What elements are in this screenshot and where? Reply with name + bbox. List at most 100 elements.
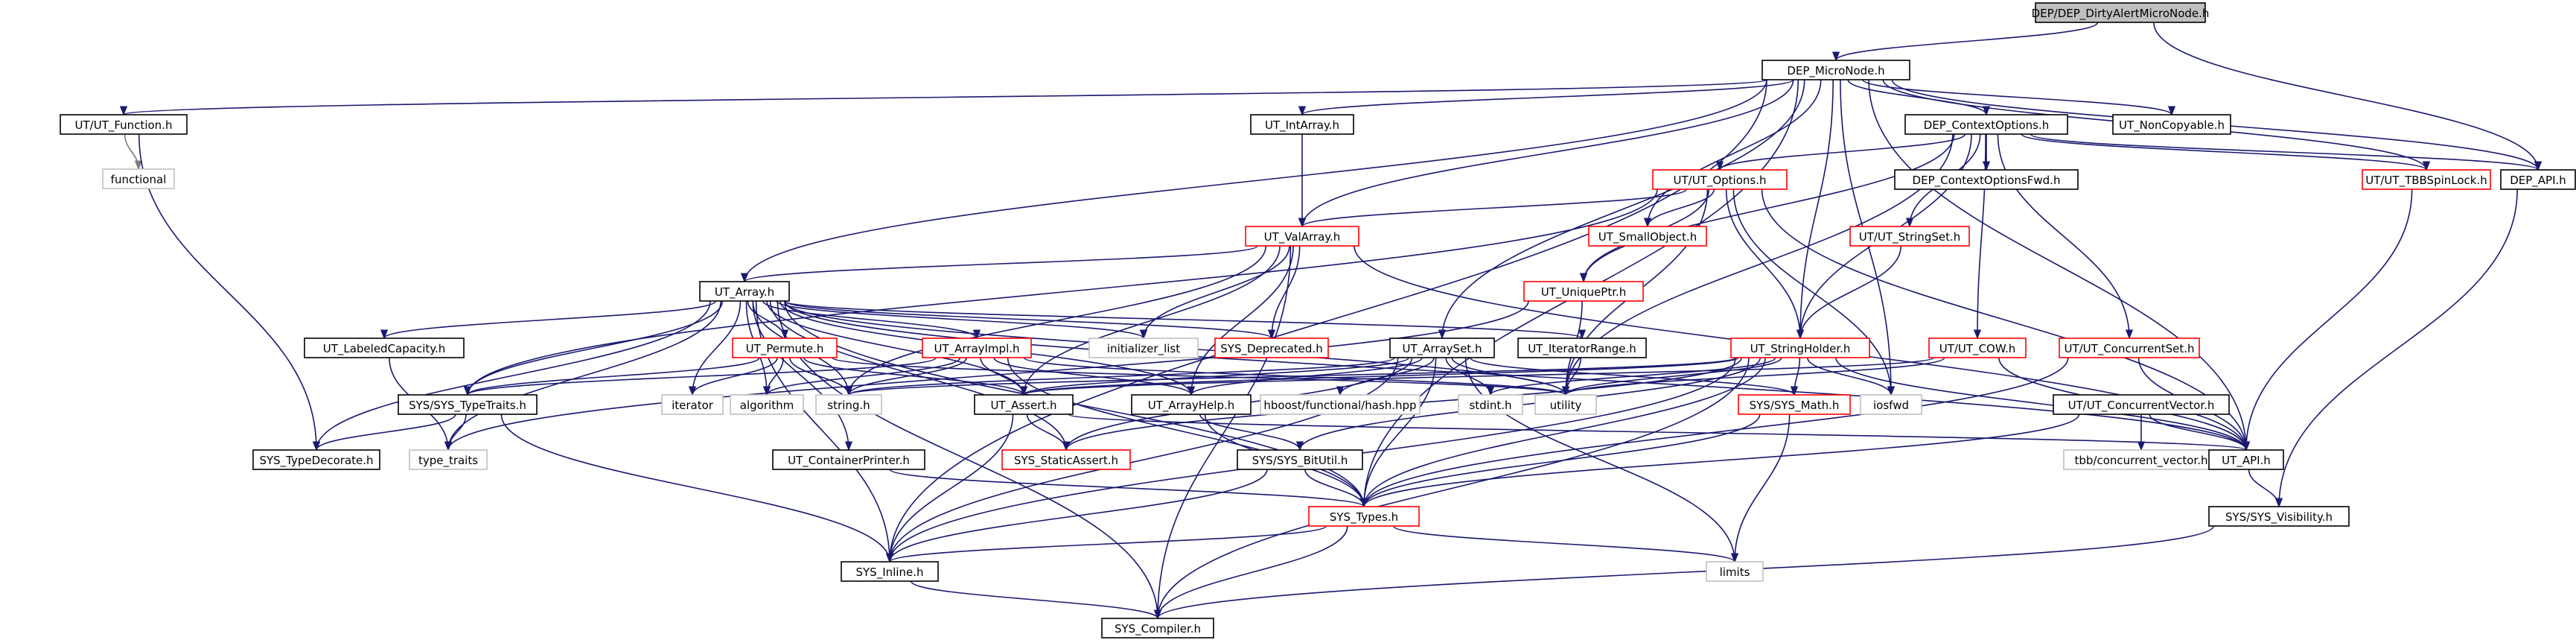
node-label: UT/UT_StringSet.h xyxy=(1859,230,1961,244)
edge-line xyxy=(1359,357,1437,508)
edge-line xyxy=(1487,357,1776,396)
node-array[interactable]: UT_Array.h xyxy=(699,281,790,302)
edge-line xyxy=(312,300,711,452)
node-intarray[interactable]: UT_IntArray.h xyxy=(1250,114,1354,135)
node-depapi[interactable]: DEP_API.h xyxy=(2500,169,2576,190)
node-smallobject[interactable]: UT_SmallObject.h xyxy=(1588,226,1707,247)
node-systypes[interactable]: SYS_Types.h xyxy=(1308,506,1420,527)
node-function[interactable]: UT/UT_Function.h xyxy=(60,114,188,135)
node-stringset[interactable]: UT/UT_StringSet.h xyxy=(1849,226,1970,247)
node-sysinline[interactable]: SYS_Inline.h xyxy=(841,561,939,582)
edge-permute-to-assert xyxy=(803,357,1027,396)
node-label: tbb/concurrent_vector.h xyxy=(2075,454,2208,468)
node-typedecorate[interactable]: SYS_TypeDecorate.h xyxy=(252,449,380,470)
edge-stringholder-to-string xyxy=(845,357,1736,396)
node-box xyxy=(1738,394,1851,415)
edge-stringholder-to-assert xyxy=(1020,357,1739,396)
node-box xyxy=(1131,394,1252,415)
node-concurrentvector[interactable]: UT/UT_ConcurrentVector.h xyxy=(2053,394,2230,415)
node-uniqueptr[interactable]: UT_UniquePtr.h xyxy=(1523,281,1644,302)
edge-line xyxy=(380,300,717,340)
edge-valarray-to-arrayhelp xyxy=(1187,245,1294,396)
node-stringholder[interactable]: UT_StringHolder.h xyxy=(1730,338,1870,358)
edge-arrayset-to-sysinline xyxy=(885,357,1399,563)
edge-micronode-to-utapi xyxy=(1868,79,2251,452)
edge-line xyxy=(2248,469,2283,508)
node-cow[interactable]: UT/UT_COW.h xyxy=(1928,338,2027,358)
node-labeledcapacity[interactable]: UT_LabeledCapacity.h xyxy=(304,338,465,358)
node-permute[interactable]: UT_Permute.h xyxy=(732,338,838,358)
edge-array-to-deprecated xyxy=(784,300,1275,340)
node-micronode[interactable]: DEP_MicroNode.h xyxy=(1762,60,1910,80)
edge-array-to-staticassert xyxy=(769,300,1071,452)
edge-line xyxy=(885,414,1014,563)
node-label: algorithm xyxy=(740,399,794,412)
node-box xyxy=(304,338,465,358)
node-box xyxy=(974,394,1074,415)
edge-line xyxy=(1026,414,1071,452)
node-box xyxy=(2362,169,2491,190)
edge-line xyxy=(1997,133,2134,340)
edge-line xyxy=(1068,414,2250,452)
node-valarray[interactable]: UT_ValArray.h xyxy=(1245,226,1359,247)
node-staticassert[interactable]: SYS_StaticAssert.h xyxy=(1001,449,1131,470)
node-box xyxy=(2035,2,2206,23)
edge-line xyxy=(762,300,981,340)
edge-visibility-to-compiler xyxy=(1154,525,2214,620)
node-box xyxy=(841,561,939,582)
node-limits: limits xyxy=(1706,561,1764,582)
node-noncopyable[interactable]: UT_NonCopyable.h xyxy=(2112,114,2231,135)
edge-array-to-iteratorrange xyxy=(784,300,1586,340)
node-options[interactable]: UT/UT_Options.h xyxy=(1652,169,1788,190)
node-label: SYS_StaticAssert.h xyxy=(1014,454,1118,468)
node-iteratorrange[interactable]: UT_IteratorRange.h xyxy=(1517,338,1647,358)
node-string: string.h xyxy=(815,394,882,415)
edge-micronode-to-noncopyable xyxy=(1862,79,2175,116)
edge-line xyxy=(464,357,937,396)
edge-line xyxy=(776,300,1147,340)
node-compiler[interactable]: SYS_Compiler.h xyxy=(1101,618,1214,639)
edge-stringholder-to-stdint xyxy=(1487,357,1776,396)
node-utapi[interactable]: UT_API.h xyxy=(2208,449,2284,470)
node-typetraits[interactable]: SYS/SYS_TypeTraits.h xyxy=(398,394,538,415)
node-assert[interactable]: UT_Assert.h xyxy=(974,394,1074,415)
edge-line xyxy=(1360,357,2069,508)
node-arrayset[interactable]: UT_ArraySet.h xyxy=(1389,338,1495,358)
edge-line xyxy=(803,357,1027,396)
edge-line xyxy=(769,300,1071,452)
node-box xyxy=(1245,226,1359,247)
node-arrayimpl[interactable]: UT_ArrayImpl.h xyxy=(922,338,1032,358)
edge-line xyxy=(2153,22,2542,171)
node-box xyxy=(1517,338,1647,358)
node-arrayhelp[interactable]: UT_ArrayHelp.h xyxy=(1131,394,1252,415)
edge-options-to-valarray xyxy=(1298,188,1687,228)
node-label: UT/UT_Function.h xyxy=(75,118,173,133)
node-sysmath[interactable]: SYS/SYS_Math.h xyxy=(1738,394,1851,415)
node-label: UT/UT_TBBSpinLock.h xyxy=(2365,174,2487,188)
edge-line xyxy=(911,580,1161,620)
node-visibility[interactable]: SYS/SYS_Visibility.h xyxy=(2208,506,2350,527)
edge-line xyxy=(766,300,1028,396)
edge-line xyxy=(1199,414,1304,452)
edge-typetraits-to-sysinline xyxy=(500,414,894,563)
node-concurrentset[interactable]: UT/UT_ConcurrentSet.h xyxy=(2059,338,2200,358)
node-root[interactable]: DEP/DEP_DirtyAlertMicroNode.h xyxy=(2032,2,2210,23)
node-box xyxy=(1237,449,1363,470)
node-containerprinter[interactable]: UT_ContainerPrinter.h xyxy=(772,449,925,470)
node-box xyxy=(60,114,188,135)
node-label: SYS/SYS_Math.h xyxy=(1750,399,1840,413)
node-contextoptions[interactable]: DEP_ContextOptions.h xyxy=(1904,114,2068,135)
node-ctxoptfwd[interactable]: DEP_ContextOptionsFwd.h xyxy=(1894,169,2079,190)
node-box xyxy=(922,338,1032,358)
edge-line xyxy=(885,357,1399,563)
node-box xyxy=(1894,169,2079,190)
node-box xyxy=(1928,338,2027,358)
node-tbbspinlock[interactable]: UT/UT_TBBSpinLock.h xyxy=(2362,169,2491,190)
node-label: UT_IntArray.h xyxy=(1265,118,1339,133)
node-deprecated[interactable]: SYS_Deprecated.h xyxy=(1214,338,1329,358)
node-label: SYS_Compiler.h xyxy=(1115,622,1201,636)
edge-bitutil-to-systypes xyxy=(1304,469,1368,508)
edge-micronode-to-stringholder xyxy=(1796,79,1834,340)
node-bitutil[interactable]: SYS/SYS_BitUtil.h xyxy=(1237,449,1363,470)
edge-arrayimpl-to-algorithm xyxy=(763,357,961,396)
